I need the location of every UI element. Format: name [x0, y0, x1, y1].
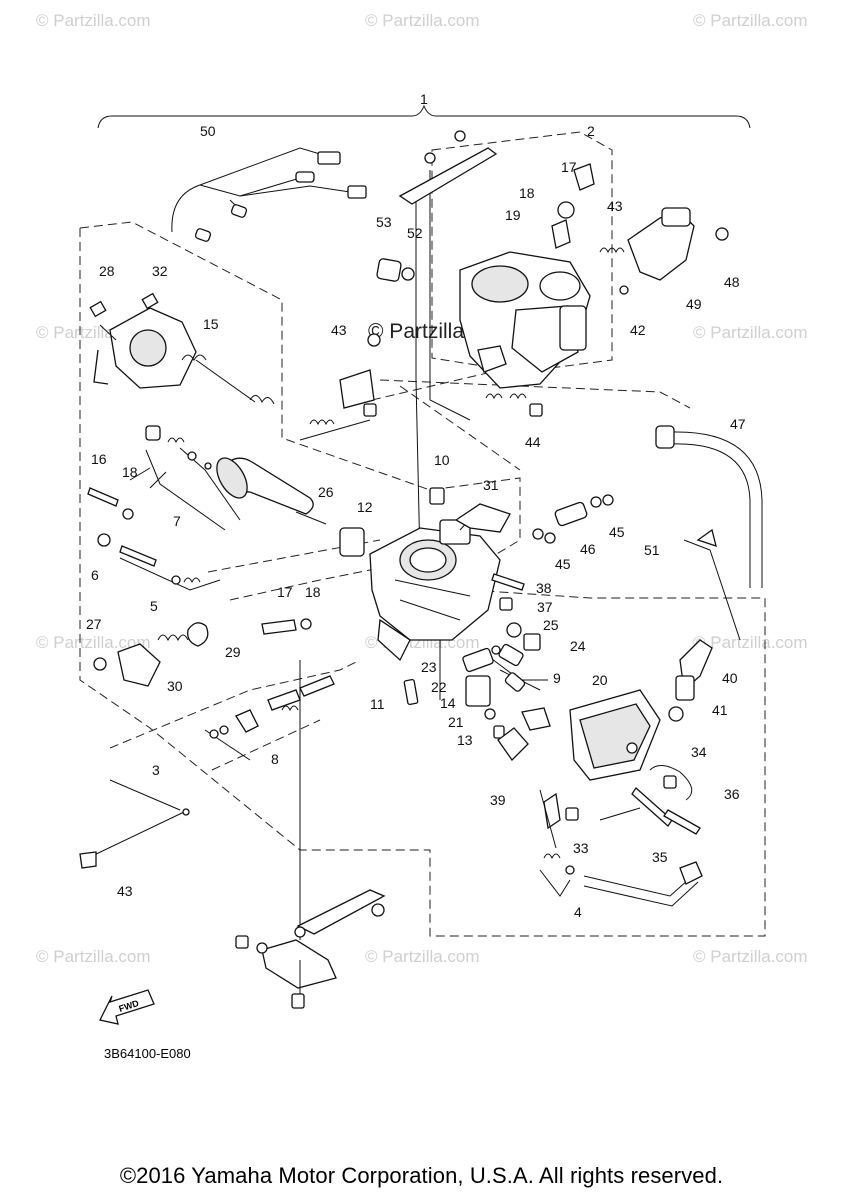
callout-45a: 45 — [609, 524, 625, 540]
watermark: © Partzilla.com — [365, 947, 480, 966]
callout-10: 10 — [434, 452, 450, 468]
callout-48: 48 — [724, 274, 740, 290]
callout-32: 32 — [152, 263, 168, 279]
watermark: © Partzilla.com — [693, 947, 808, 966]
callout-21: 21 — [448, 714, 464, 730]
callout-25: 25 — [543, 617, 559, 633]
callout-43b: 43 — [331, 322, 347, 338]
callout-18b: 18 — [122, 464, 138, 480]
callout-12: 12 — [357, 499, 373, 515]
callout-36: 36 — [724, 786, 740, 802]
watermark: © Partzilla.com — [693, 11, 808, 30]
callout-29: 29 — [225, 644, 241, 660]
callout-43c: 43 — [117, 883, 133, 899]
watermark: © Partzilla.com — [365, 11, 480, 30]
callout-30: 30 — [167, 678, 183, 694]
callout-20: 20 — [592, 672, 608, 688]
callout-1: 1 — [420, 91, 428, 107]
callout-18c: 18 — [305, 584, 321, 600]
callout-27: 27 — [86, 616, 102, 632]
callout-14: 14 — [440, 695, 456, 711]
callout-18a: 18 — [519, 185, 535, 201]
assembly-brace — [97, 104, 751, 129]
callout-44: 44 — [525, 434, 541, 450]
callout-49: 49 — [686, 296, 702, 312]
callout-28: 28 — [99, 263, 115, 279]
upper-carburetor — [309, 130, 729, 426]
callout-31: 31 — [483, 477, 499, 493]
callout-37: 37 — [537, 599, 553, 615]
callout-2: 2 — [587, 123, 595, 139]
callout-9: 9 — [553, 670, 561, 686]
callout-50: 50 — [200, 123, 216, 139]
callout-22: 22 — [431, 679, 447, 695]
diagram-code: 3B64100-E080 — [104, 1046, 191, 1061]
callout-5: 5 — [150, 598, 158, 614]
carburetor-body — [339, 487, 511, 662]
callout-23: 23 — [421, 659, 437, 675]
callout-13: 13 — [457, 732, 473, 748]
callout-38: 38 — [536, 580, 552, 596]
callout-6: 6 — [91, 567, 99, 583]
wire-harness — [171, 147, 367, 242]
callout-3: 3 — [152, 762, 160, 778]
callout-15: 15 — [203, 316, 219, 332]
watermark: © Partzilla.com — [693, 633, 808, 652]
callout-42: 42 — [630, 322, 646, 338]
callout-33: 33 — [573, 840, 589, 856]
callout-40: 40 — [722, 670, 738, 686]
callout-17b: 17 — [277, 584, 293, 600]
left-components: FWD — [79, 292, 335, 1025]
callout-39: 39 — [490, 792, 506, 808]
callout-16: 16 — [91, 451, 107, 467]
callout-52: 52 — [407, 225, 423, 241]
watermark: © Partzilla.com — [36, 633, 151, 652]
callout-34: 34 — [691, 744, 707, 760]
callout-7: 7 — [173, 513, 181, 529]
callout-46: 46 — [580, 541, 596, 557]
callout-45b: 45 — [555, 556, 571, 572]
callout-17a: 17 — [561, 159, 577, 175]
callout-35: 35 — [652, 849, 668, 865]
watermark: © Partzilla.com — [693, 323, 808, 342]
callout-51: 51 — [644, 542, 660, 558]
callout-11: 11 — [370, 696, 385, 712]
callout-8: 8 — [271, 751, 279, 767]
callout-53: 53 — [376, 214, 392, 230]
callout-47: 47 — [730, 416, 746, 432]
right-components — [261, 425, 763, 907]
callout-43a: 43 — [607, 198, 623, 214]
parts-diagram: © Partzilla.com © Partzilla.com © Partzi… — [36, 11, 808, 1025]
callout-19: 19 — [505, 207, 521, 223]
callout-labels: 1 2 3 4 5 6 7 8 9 10 11 12 13 14 15 16 1… — [86, 91, 746, 920]
watermark: © Partzilla.com — [36, 947, 151, 966]
callout-24: 24 — [570, 638, 586, 654]
callout-41: 41 — [712, 702, 728, 718]
watermark: © Partzilla.com — [36, 11, 151, 30]
callout-4: 4 — [574, 904, 582, 920]
copyright-notice: ©2016 Yamaha Motor Corporation, U.S.A. A… — [119, 1163, 724, 1188]
group-outlines — [79, 131, 766, 937]
callout-26: 26 — [318, 484, 334, 500]
bottom-bracket — [235, 889, 386, 1009]
